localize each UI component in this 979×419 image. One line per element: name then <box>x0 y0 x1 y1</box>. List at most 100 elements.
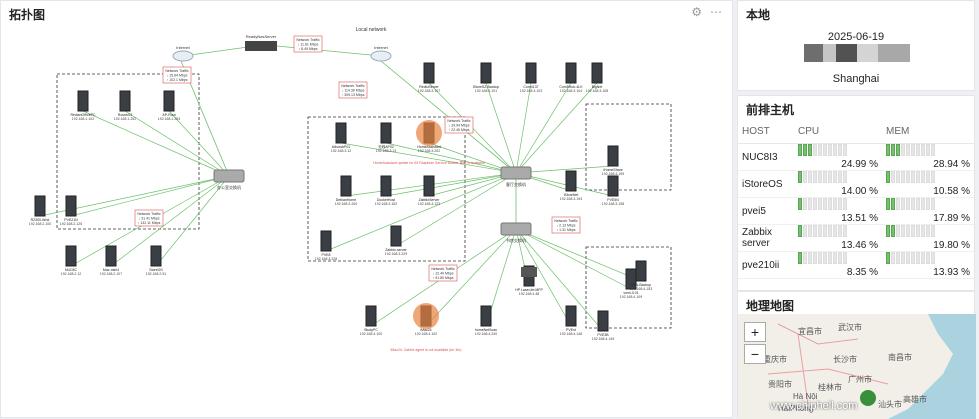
warning-text: HomeAssistant update for 65 Raspbian Ser… <box>373 160 485 165</box>
mem-value: 10.58 % <box>933 186 970 197</box>
mem-value: 28.94 % <box>933 159 970 170</box>
device-name: PVE5N <box>607 198 619 202</box>
link-line <box>124 110 230 177</box>
device-icon <box>77 90 89 112</box>
device-ip: 192.168.3.12 <box>331 149 351 153</box>
traffic-down: ↓ 2.13 Mbps <box>556 224 575 228</box>
zoom-in-button[interactable]: + <box>744 322 766 342</box>
device-icon <box>607 145 619 167</box>
device-name: HomeAssistant <box>417 145 441 149</box>
usage-bar <box>798 171 848 186</box>
link-line <box>515 228 572 327</box>
device-icon <box>65 245 77 267</box>
map-city-label: 武汉市 <box>838 323 862 332</box>
zoom-out-button[interactable]: − <box>744 344 766 364</box>
device-ip: 192.168.3.104 <box>560 89 582 93</box>
col-host: HOST <box>738 120 794 144</box>
device-name: StoreOS <box>149 268 163 272</box>
traffic-up: ↑ 1.31 Mbps <box>556 228 575 232</box>
map-city-label: 桂林市 <box>818 383 842 392</box>
cpu-value: 24.99 % <box>841 159 878 170</box>
device-ip: 192.168.3.107 <box>418 89 440 93</box>
traffic-down: ↓ 31.41 Mbps <box>138 217 159 221</box>
local-network-label: Local network <box>356 27 387 33</box>
map-city-label: 南昌市 <box>888 353 912 362</box>
traffic-down: ↓ 15.64 Mbps <box>166 74 187 78</box>
nas-icon <box>245 41 277 51</box>
watermark: www.chiphell.com <box>770 400 858 412</box>
device-icon <box>320 230 332 252</box>
host-name: NUC8I3 <box>738 143 794 171</box>
link-line <box>515 82 532 174</box>
location-marker[interactable] <box>860 390 876 406</box>
cloud-icon <box>172 50 194 62</box>
host-row[interactable]: NUC8I3 24.99 % 28.94 % <box>738 143 974 171</box>
device-icon <box>335 122 347 144</box>
switch-icon <box>500 222 532 236</box>
alert-halo <box>416 120 442 146</box>
device-icon <box>635 260 647 282</box>
device-name: RedioServer <box>419 85 439 89</box>
device-ip: 192.168.4.109 <box>620 295 642 299</box>
traffic-up: ↑ 102.1 Mbps <box>166 78 187 82</box>
device-ip: 192.168.4.149 <box>592 337 614 341</box>
link-line <box>515 82 598 174</box>
mem-value: 13.93 % <box>933 267 970 278</box>
link-line <box>515 228 642 282</box>
device-icon <box>525 62 537 84</box>
device-icon <box>65 195 77 217</box>
device-name: ZabbixServer <box>419 198 441 202</box>
traffic-up: ↑ 132.11 Mbps <box>138 221 161 225</box>
device-ip: 192.168.3.202 <box>418 149 440 153</box>
device-icon <box>565 170 577 192</box>
gear-icon[interactable]: ⚙ <box>691 5 702 19</box>
device-ip: 192.168.2.100 <box>29 222 51 226</box>
device-name: DebianHome <box>336 198 356 202</box>
more-icon[interactable]: ⋯ <box>710 5 722 19</box>
device-ip: 192.168.3.228 <box>315 257 337 261</box>
host-name: iStoreOS <box>738 170 794 198</box>
device-ip: 192.168.3.229 <box>385 252 407 256</box>
device-name: HP LaserJet MFP <box>515 288 543 292</box>
usage-bar <box>886 171 936 186</box>
local-date: 2025-06-19 <box>827 31 885 43</box>
traffic-title: Network Traffic <box>447 119 471 123</box>
clock-digits-redacted <box>804 44 910 62</box>
internet-label: Internet <box>176 45 190 50</box>
device-ip: 192.168.1.253 <box>158 117 180 121</box>
device-ip: 192.168.4.240 <box>475 332 497 336</box>
device-ip: 192.168.3.123 <box>418 202 440 206</box>
link-line <box>110 175 230 267</box>
traffic-box <box>134 209 164 227</box>
traffic-title: Network Traffic <box>554 219 578 223</box>
device-ip: 192.168.2.51 <box>146 272 166 276</box>
usage-bar <box>886 225 936 240</box>
col-mem: MEM <box>882 120 974 144</box>
device-name: Zabbix-server <box>385 248 407 252</box>
device-icon <box>591 62 603 84</box>
device-icon <box>597 310 609 332</box>
traffic-title: Network Traffic <box>137 212 161 216</box>
traffic-box <box>293 35 323 53</box>
link-line <box>515 82 572 174</box>
device-ip: 192.168.3.198 <box>602 202 624 206</box>
host-name: pve210ii <box>738 251 794 279</box>
top-hosts-title: 前排主机 <box>746 103 795 117</box>
internet-label: Internet <box>374 45 388 50</box>
switch-icon <box>500 166 532 180</box>
device-ip: 192.168.3.13 <box>376 149 396 153</box>
device-ip: 192.168.4.102 <box>415 332 437 336</box>
device-name: BigNet <box>592 85 603 89</box>
host-name: pvei5 <box>738 197 794 225</box>
link-line <box>515 172 614 197</box>
traffic-title: Network Traffic <box>165 69 189 73</box>
device-icon <box>380 175 392 197</box>
device-name: PVE8 <box>322 253 331 257</box>
